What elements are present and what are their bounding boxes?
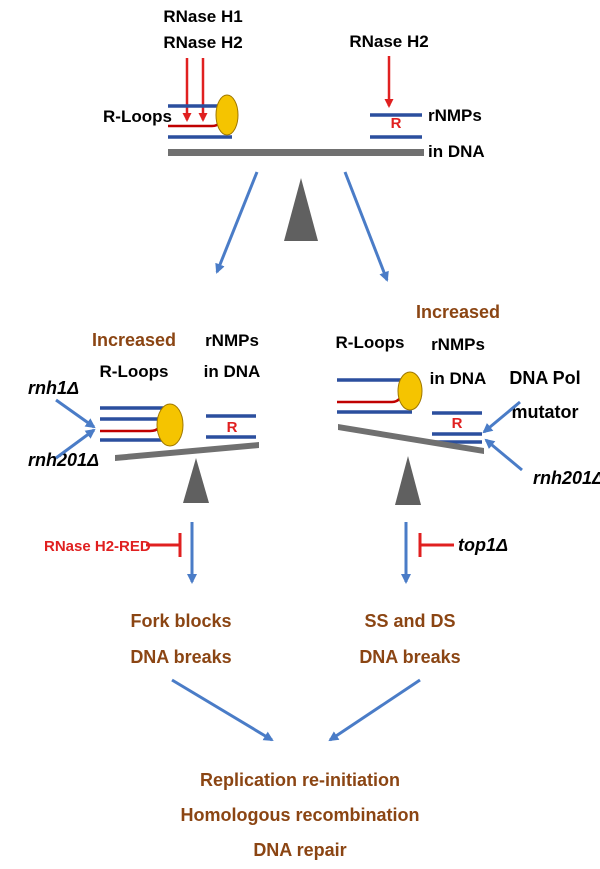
r-loops-label-left: R-Loops (100, 362, 169, 381)
rnmps-label-top-1: rNMPs (428, 106, 482, 125)
rnmps-label-right-2: in DNA (430, 369, 487, 388)
rnh1-mutant-label: rnh1Δ (28, 378, 79, 398)
arrow-left-outcome-to-bottom (171, 678, 274, 742)
r-loops-label-top: R-Loops (103, 107, 172, 126)
increased-label-left: Increased (92, 330, 176, 350)
final-outcome-line-2: Homologous recombination (180, 805, 419, 825)
rnmp-dna-icon-top: R (370, 113, 422, 139)
dna-pol-label-2: mutator (512, 402, 579, 422)
balance-beam-right (338, 424, 484, 454)
rnmps-label-left-1: rNMPs (205, 331, 259, 350)
final-outcome-line-1: Replication re-initiation (200, 770, 400, 790)
r-marker-top: R (391, 115, 402, 132)
dna-pol-arrow (482, 400, 521, 434)
arrow-top-to-left (215, 171, 259, 274)
top-scale: RNase H1 RNase H2 RNase H2 R-Loops R rNM… (103, 7, 485, 241)
rnh201-mutant-label-right: rnh201Δ (533, 468, 600, 488)
right-outcome-line-1: SS and DS (364, 611, 455, 631)
r-loop-icon-left (100, 403, 184, 447)
balance-beam-left (115, 442, 259, 461)
arrow-top-to-right (343, 171, 389, 282)
r-loop-icon-right (337, 371, 423, 414)
rnh1-arrow (55, 398, 96, 429)
left-outcome-line-2: DNA breaks (130, 647, 231, 667)
rnmps-label-right-1: rNMPs (431, 335, 485, 354)
rnmps-label-left-2: in DNA (204, 362, 261, 381)
rnmp-dna-icon-left: R (206, 414, 256, 439)
dna-pol-label-1: DNA Pol (509, 368, 580, 388)
left-scale: Increased R-Loops rNMPs in DNA rnh1Δ rnh… (28, 330, 260, 667)
r-marker-right: R (452, 415, 463, 432)
r-loops-label-right: R-Loops (336, 333, 405, 352)
rnase-h2-label-top-right: RNase H2 (349, 32, 428, 51)
fulcrum-right (395, 456, 421, 505)
rnh201-arrow-left (55, 428, 96, 460)
r-marker-left: R (227, 419, 238, 436)
arrow-right-outcome-to-bottom (328, 678, 421, 742)
fulcrum-left (183, 458, 209, 503)
rnase-h1-label: RNase H1 (163, 7, 242, 26)
r-loop-icon-top (168, 94, 239, 139)
right-scale: R-Loops Increased rNMPs in DNA DNA Pol m… (336, 302, 600, 667)
left-outcome-line-1: Fork blocks (130, 611, 231, 631)
rnase-h2-label-top-left: RNase H2 (163, 33, 242, 52)
rnh201-mutant-label-left: rnh201Δ (28, 450, 99, 470)
final-outcome-line-3: DNA repair (253, 840, 346, 860)
final-outcomes: Replication re-initiation Homologous rec… (180, 770, 419, 860)
fulcrum-top (284, 178, 318, 241)
top1-mutant-label: top1Δ (458, 535, 508, 555)
rnase-h2-red-label: RNase H2-RED (44, 538, 151, 555)
rnh201-arrow-right (484, 438, 523, 472)
balance-beam-top (168, 149, 424, 156)
right-outcome-line-2: DNA breaks (359, 647, 460, 667)
increased-label-right: Increased (416, 302, 500, 322)
rnmp-dna-icon-right: R (432, 411, 482, 444)
rnmps-label-top-2: in DNA (428, 142, 485, 161)
